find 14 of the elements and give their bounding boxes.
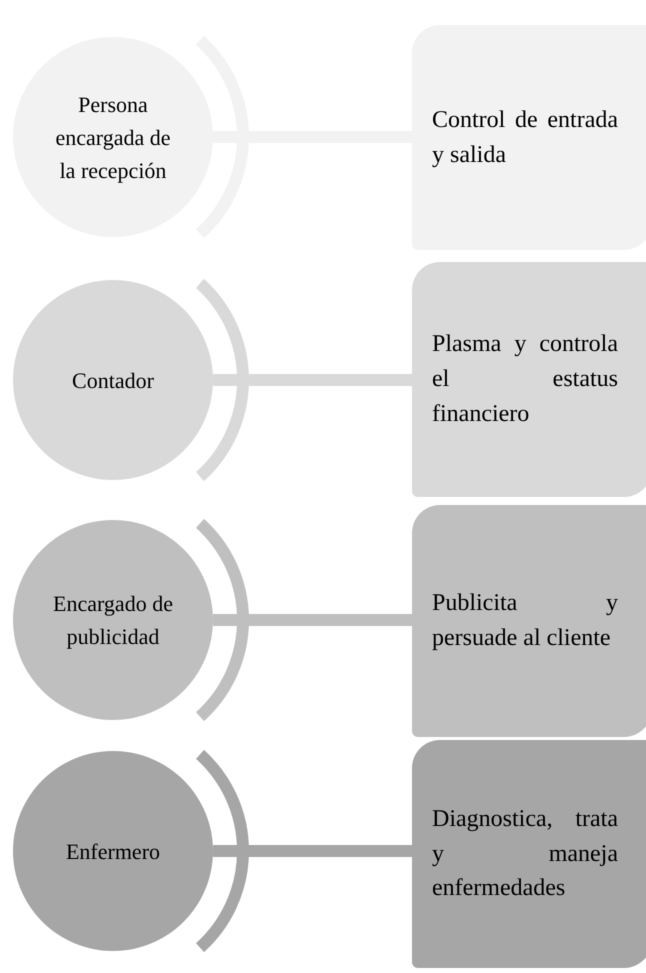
role-label: Encargado de publicidad [52, 590, 174, 651]
description-card [412, 505, 646, 737]
description-card [412, 262, 646, 497]
description-card [412, 740, 646, 968]
connector-line [213, 374, 412, 386]
description-text: Diagnostica, trata y maneja enfermedades [432, 804, 618, 904]
description-text: Publicita y persuade al cliente [432, 589, 618, 653]
connector-line [213, 614, 412, 626]
role-label: Contador [72, 366, 154, 394]
role-label: Enfermero [66, 838, 160, 866]
description-text: Control de entrada y salida [432, 106, 618, 170]
role-label: Persona encargada de la recepción [54, 90, 172, 185]
description-text: Plasma y controla el estatus financiero [432, 330, 618, 429]
connector-line [213, 845, 412, 857]
